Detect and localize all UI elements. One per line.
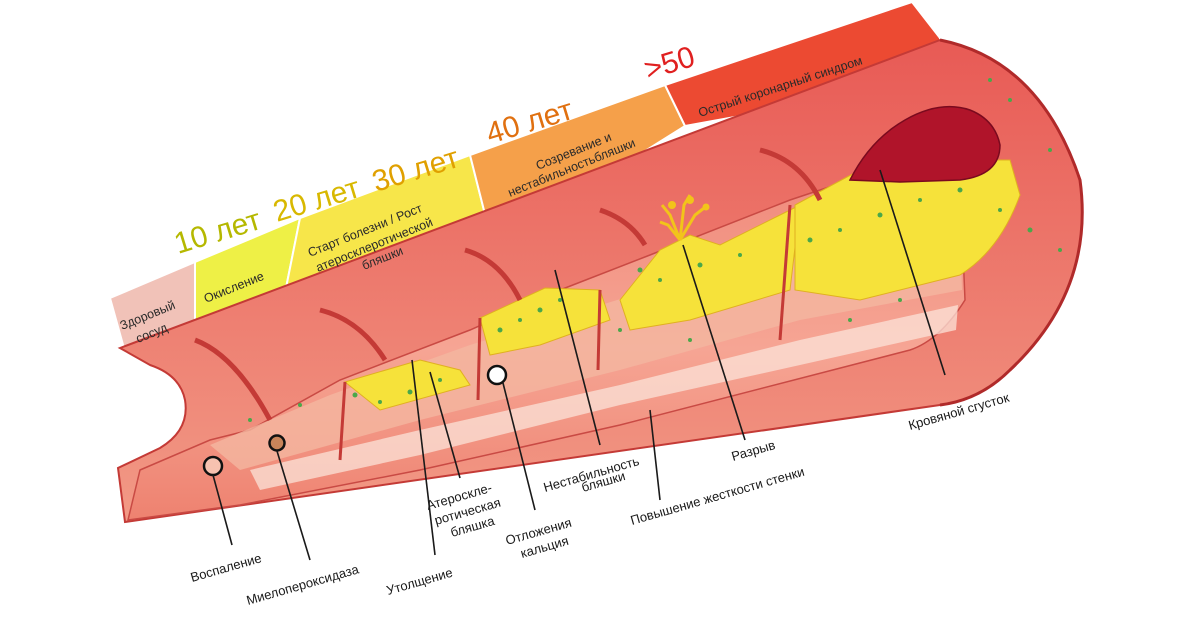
- rupture-mark: [659, 194, 710, 241]
- leader-lines: [212, 169, 946, 561]
- particles: [248, 78, 1062, 422]
- ring-3: [464, 247, 523, 302]
- plaque-early: [343, 359, 471, 411]
- cut-3: [596, 289, 602, 371]
- inflammation-marker: [202, 455, 224, 477]
- ring-4: [599, 207, 648, 247]
- cut-2: [476, 317, 482, 401]
- plaque-mature: [794, 159, 1021, 301]
- vessel: [116, 38, 1084, 524]
- callout-mpo: Миелопероксидаза: [245, 561, 361, 608]
- ring-1: [194, 337, 273, 422]
- callout-rupture: Разрыв: [730, 437, 777, 464]
- blood-clot: [848, 105, 1001, 183]
- callout-inflammation: Воспаление: [189, 550, 263, 585]
- ring-2: [319, 307, 388, 362]
- mpo-marker: [268, 434, 286, 452]
- callout-stiffness: Повышение жесткости стенки: [629, 464, 806, 528]
- callout-thickening: Утолщение: [385, 565, 455, 598]
- fibrous-layer: [250, 305, 958, 490]
- cut-4: [778, 204, 792, 341]
- cut-1: [338, 381, 347, 461]
- plaque-growth: [479, 287, 611, 356]
- vessel-rim: [939, 38, 1084, 407]
- calcium-marker: [486, 364, 508, 386]
- ring-5: [759, 147, 823, 202]
